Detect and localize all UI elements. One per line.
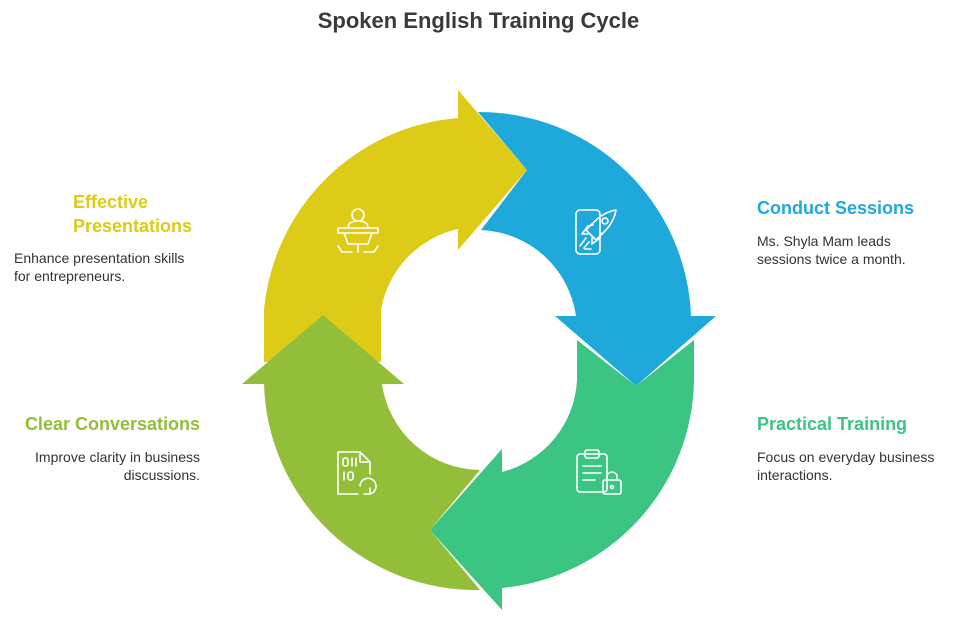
heading-conduct-sessions: Conduct Sessions: [757, 198, 915, 218]
heading-line-1: Effective: [73, 192, 149, 212]
page-title: Spoken English Training Cycle: [317, 8, 640, 33]
desc-line-2: for entrepreneurs.: [14, 268, 126, 284]
desc-line-2: sessions twice a month.: [757, 251, 906, 267]
desc-line-1: Enhance presentation skills: [14, 250, 185, 266]
arrow-practical-training: [430, 340, 694, 610]
phone-rocket-icon: [575, 209, 617, 255]
arrow-conduct-sessions: [478, 111, 716, 386]
heading-practical-training: Practical Training: [757, 414, 908, 434]
heading-effective-presentations: Effective Presentations: [73, 190, 192, 238]
desc-effective-presentations: Enhance presentation skills for entrepre…: [14, 249, 184, 285]
desc-line-1: Focus on everyday business: [757, 449, 935, 465]
desc-line-1: Improve clarity in business: [35, 449, 200, 465]
desc-line-1: Ms. Shyla Mam leads: [757, 233, 891, 249]
binary-file-refresh-icon: [337, 451, 377, 495]
clipboard-lock-icon: [576, 449, 622, 495]
arrow-effective-presentations: [264, 90, 527, 362]
desc-clear-conversations: Improve clarity in business discussions.: [0, 448, 200, 484]
desc-conduct-sessions: Ms. Shyla Mam leads sessions twice a mon…: [757, 232, 906, 268]
presenter-podium-icon: [337, 208, 379, 253]
desc-line-2: interactions.: [757, 467, 833, 483]
desc-practical-training: Focus on everyday business interactions.: [757, 448, 934, 484]
desc-line-2: discussions.: [123, 467, 200, 483]
heading-line-2: Presentations: [73, 216, 193, 236]
heading-clear-conversations: Clear Conversations: [24, 414, 200, 434]
